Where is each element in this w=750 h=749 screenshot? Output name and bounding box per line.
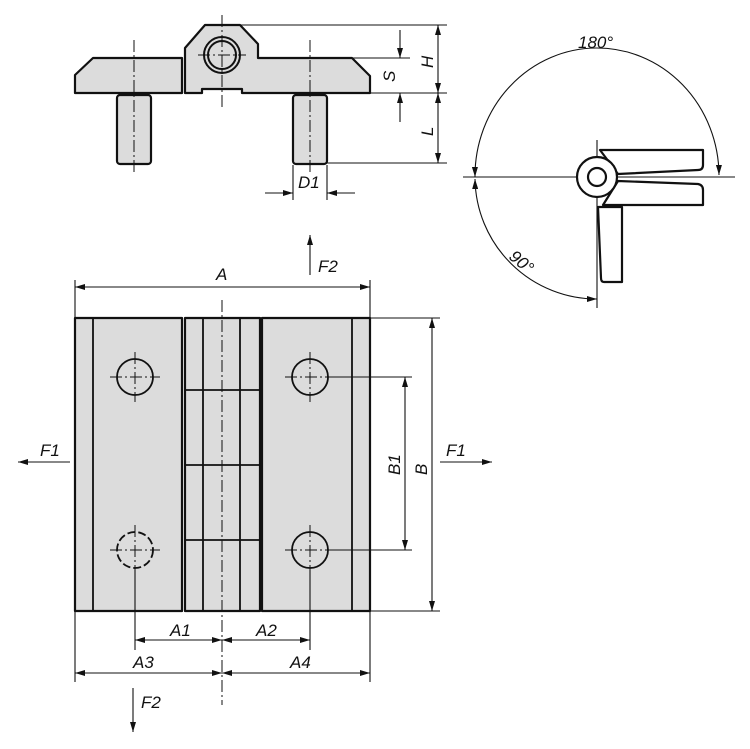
label-A4: A4 [289, 653, 311, 672]
label-S: S [380, 70, 399, 82]
label-B1: B1 [385, 454, 404, 475]
label-B: B [412, 464, 431, 475]
label-90: 90° [505, 247, 537, 278]
label-F1-left: F1 [40, 441, 60, 460]
label-A3: A3 [132, 653, 154, 672]
label-A1: A1 [169, 621, 191, 640]
mounting-holes [110, 300, 335, 705]
label-D1: D1 [298, 173, 320, 192]
side-view: S H L D1 [73, 15, 447, 200]
front-view: A B B1 A1 A2 A3 A4 F1 F1 F2 F2 [18, 235, 492, 732]
rotation-view: 180° 90° [463, 33, 735, 308]
label-L: L [418, 127, 437, 136]
label-A: A [215, 265, 227, 284]
label-F1-right: F1 [446, 441, 466, 460]
label-F2-bottom: F2 [141, 693, 161, 712]
label-180: 180° [578, 33, 613, 52]
label-H: H [418, 55, 437, 68]
label-A2: A2 [255, 621, 277, 640]
label-F2-top: F2 [318, 257, 338, 276]
